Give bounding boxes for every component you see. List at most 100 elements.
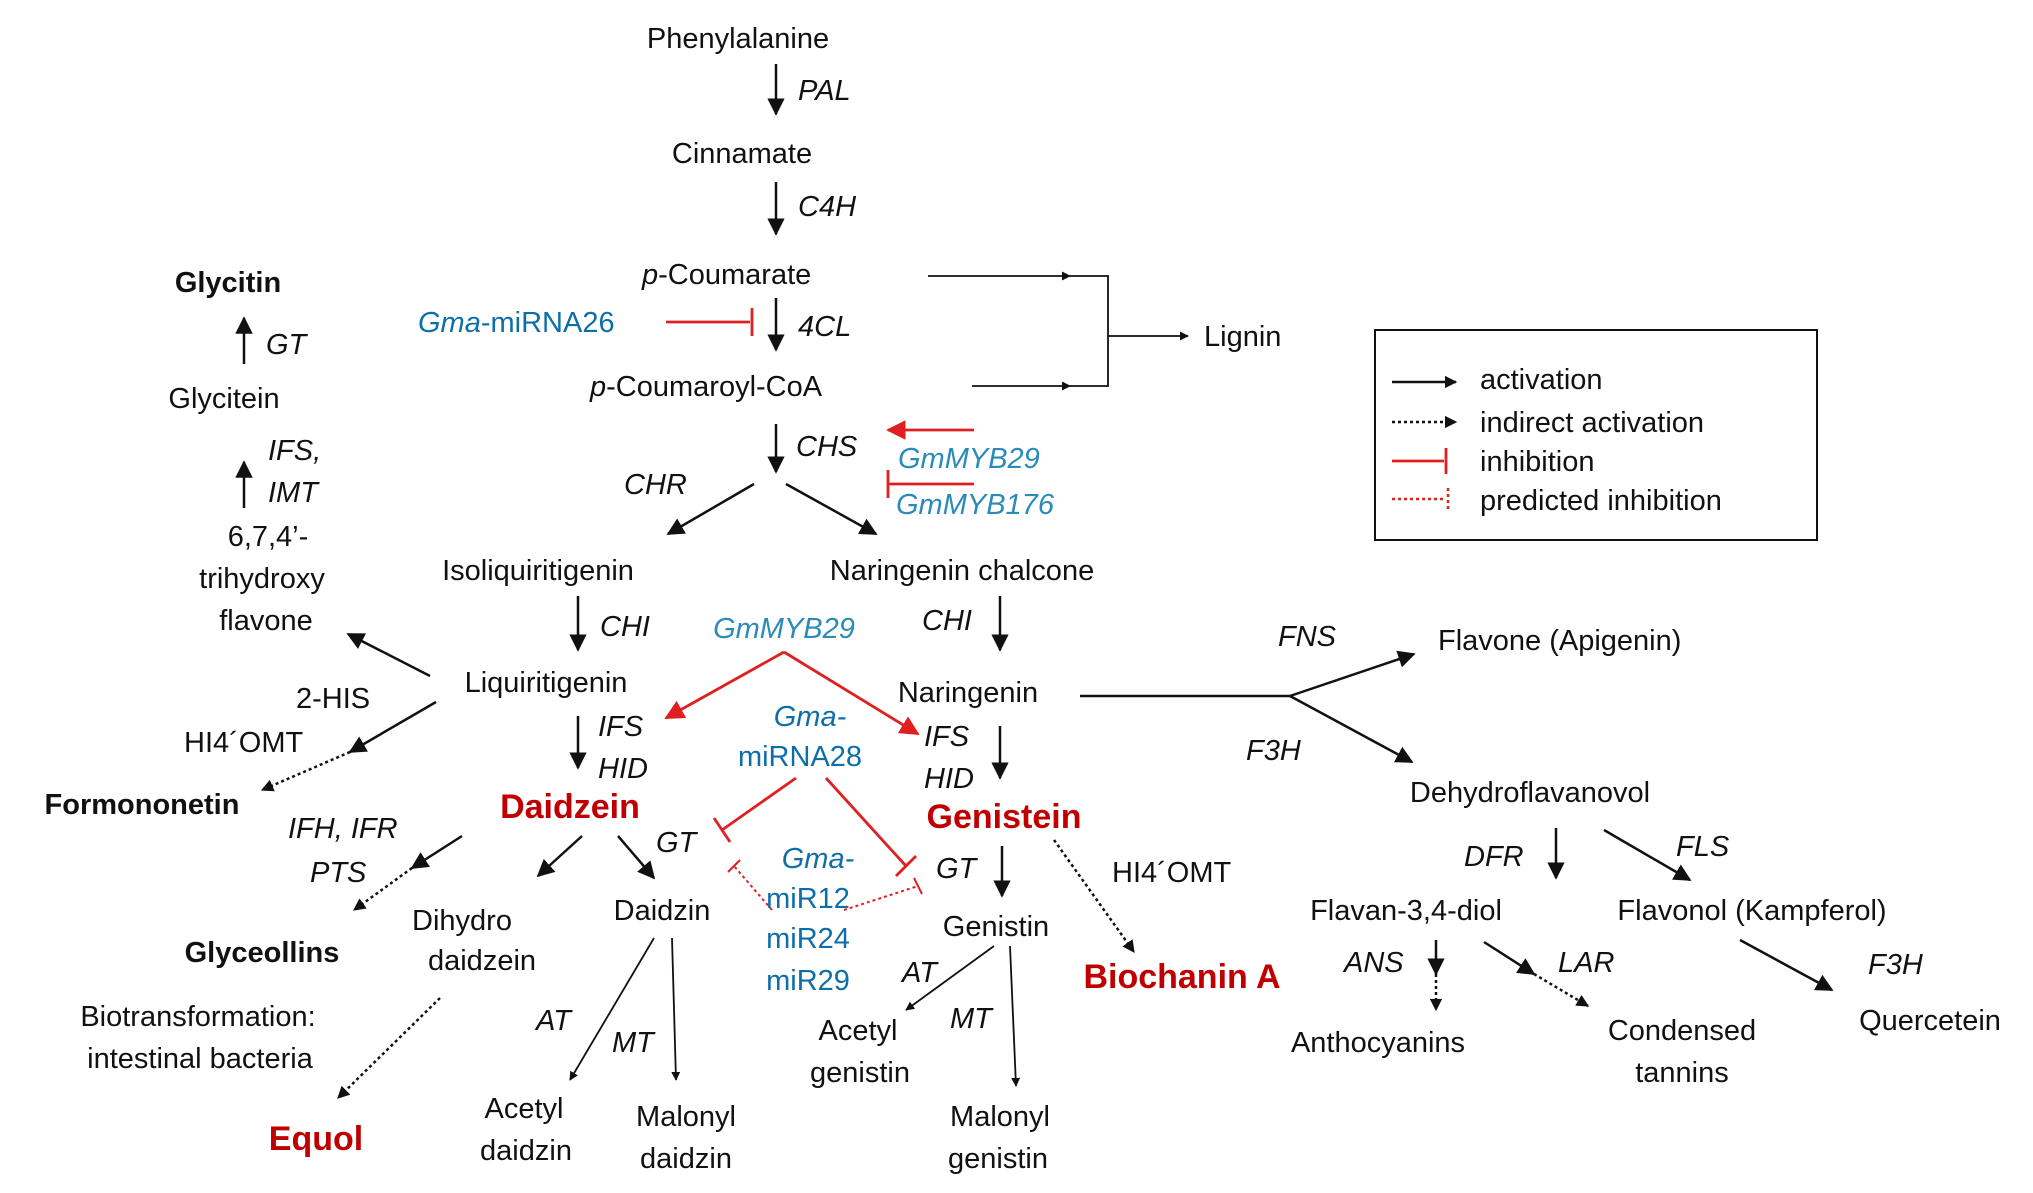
enzyme-ans: ANS bbox=[1342, 947, 1404, 979]
left-branch-arrows bbox=[235, 316, 437, 754]
regulator-gma-mir12-line1: Gma- bbox=[782, 843, 855, 875]
enzyme-f3h-right: F3H bbox=[1868, 949, 1923, 981]
label-daidzin: Daidzin bbox=[614, 895, 711, 927]
enzyme-gt-glycitin: GT bbox=[266, 329, 309, 361]
label-flavone: Flavone (Apigenin) bbox=[1438, 625, 1681, 657]
enzyme-c4h: C4H bbox=[798, 191, 856, 223]
label-glyceollins: Glyceollins bbox=[185, 937, 340, 969]
label-condensed-tannins-line2: tannins bbox=[1635, 1057, 1729, 1089]
predicted-inhibition-genistin-bar bbox=[913, 877, 923, 895]
label-trihydroxy-line1: 6,7,4’- bbox=[228, 521, 309, 553]
arrow-fork-to-flavone bbox=[1289, 650, 1416, 698]
legend-inhibition-label: inhibition bbox=[1480, 446, 1594, 478]
label-acetyl-daidzin-line1: Acetyl bbox=[485, 1093, 564, 1125]
enzyme-mt-left: MT bbox=[612, 1027, 656, 1059]
label-dehydroflavanovol: Dehydroflavanovol bbox=[1410, 777, 1650, 809]
arrow-liquiritigenin-to-trihydroxy bbox=[346, 632, 431, 678]
indirect-arrow-to-condensed-tannins bbox=[1533, 972, 1590, 1008]
label-genistein: Genistein bbox=[927, 798, 1082, 836]
regulator-mir24: miR24 bbox=[766, 923, 850, 955]
enzyme-chs: CHS bbox=[796, 431, 858, 463]
enzyme-ifs-imt-line2: IMT bbox=[268, 477, 320, 509]
label-liquiritigenin: Liquiritigenin bbox=[465, 667, 628, 699]
label-isoliquiritigenin: Isoliquiritigenin bbox=[442, 555, 634, 587]
legend: activation indirect activation inhibitio… bbox=[1374, 329, 1818, 541]
label-malonyl-daidzin-line1: Malonyl bbox=[636, 1101, 736, 1133]
label-cinnamate: Cinnamate bbox=[672, 138, 812, 170]
predicted-inhibition-bars bbox=[727, 859, 923, 895]
enzyme-gt-daidzin: GT bbox=[656, 827, 699, 859]
label-quercetein: Quercetein bbox=[1859, 1005, 2001, 1037]
enzyme-fls: FLS bbox=[1676, 831, 1730, 863]
enzyme-hi4omt-left: HI4´OMT bbox=[184, 727, 304, 759]
inhibition-mirna28-on-genistin bbox=[824, 777, 908, 867]
inhibition-mirna28-on-daidzin bbox=[721, 776, 797, 832]
enzyme-2-his: 2-HIS bbox=[296, 683, 370, 715]
arrow-branch-to-isoliquiritigenin bbox=[666, 482, 755, 536]
regulator-gma-mirna28-line1: Gma- bbox=[774, 701, 847, 733]
label-biochanin-a: Biochanin A bbox=[1083, 958, 1280, 996]
enzyme-4cl: 4CL bbox=[798, 311, 851, 343]
activation-gmmyb29-on-daidzein bbox=[664, 650, 785, 720]
enzyme-chi-right: CHI bbox=[922, 605, 972, 637]
enzyme-hi4omt-right: HI4´OMT bbox=[1112, 857, 1232, 889]
predicted-inhibition-lines bbox=[733, 865, 919, 911]
daidzein-branch-arrows bbox=[410, 834, 656, 880]
legend-box bbox=[1374, 329, 1818, 541]
label-flavan-diol: Flavan-3,4-diol bbox=[1310, 895, 1502, 927]
arrow-dehydroflavanovol-to-flavonol bbox=[1603, 828, 1692, 882]
enzyme-dfr: DFR bbox=[1464, 841, 1524, 873]
enzyme-ifh-ifr: IFH, IFR bbox=[288, 813, 398, 845]
activation-gmmyb29-on-genistein bbox=[783, 650, 920, 736]
label-equol: Equol bbox=[269, 1120, 363, 1158]
arrow-daidzein-to-dihydrodaidzein bbox=[536, 835, 583, 878]
arrow-daidzein-to-pts bbox=[410, 834, 463, 870]
main-pathway-arrows bbox=[569, 64, 1009, 780]
enzyme-at-right: AT bbox=[900, 957, 939, 989]
label-malonyl-daidzin-line2: daidzin bbox=[640, 1143, 732, 1175]
predicted-inhibition-daidzin-bar bbox=[727, 859, 741, 873]
label-p-coumaroyl-coa: p-Coumaroyl-CoA bbox=[589, 371, 823, 403]
right-branch-arrows bbox=[1080, 650, 1834, 992]
label-trihydroxy-line2: trihydroxy bbox=[199, 563, 325, 595]
regulator-gmmyb29-top: GmMYB29 bbox=[898, 443, 1040, 475]
label-malonyl-genistin-line1: Malonyl bbox=[950, 1101, 1050, 1133]
enzyme-pal: PAL bbox=[798, 75, 851, 107]
predicted-inhibition-mir12-on-daidzin bbox=[733, 865, 773, 911]
arrow-flavan-diol-to-lar bbox=[1483, 940, 1536, 976]
regulator-gma-mirna26: Gma-miRNA26 bbox=[418, 307, 615, 339]
label-formononetin: Formononetin bbox=[45, 789, 240, 821]
label-anthocyanins: Anthocyanins bbox=[1291, 1027, 1465, 1059]
inhibition-mirna28-genistin-bar bbox=[895, 855, 917, 877]
label-daidzein: Daidzein bbox=[500, 788, 640, 826]
enzyme-ifs-right: IFS bbox=[924, 721, 970, 753]
label-dihydrodaidzein-line2: daidzein bbox=[428, 945, 536, 977]
label-glycitin: Glycitin bbox=[175, 267, 281, 299]
legend-activation-label: activation bbox=[1480, 364, 1603, 396]
enzyme-f3h-left: F3H bbox=[1246, 735, 1301, 767]
inhibition-mirna28-daidzin-bar bbox=[712, 817, 732, 843]
regulator-labels: Gma-miRNA26 GmMYB29 GmMYB176 GmMYB29 Gma… bbox=[418, 307, 1055, 997]
regulator-mir29: miR29 bbox=[766, 965, 850, 997]
legend-predicted-label: predicted inhibition bbox=[1480, 485, 1722, 517]
label-acetyl-genistin-line1: Acetyl bbox=[819, 1015, 898, 1047]
label-dihydrodaidzein-line1: Dihydro bbox=[412, 905, 512, 937]
label-malonyl-genistin-line2: genistin bbox=[948, 1143, 1048, 1175]
lignin-junction-bracket bbox=[1070, 275, 1109, 387]
regulator-gmmyb176: GmMYB176 bbox=[896, 489, 1055, 521]
regulator-gma-mir12-line2: miR12 bbox=[766, 883, 850, 915]
enzyme-at-left: AT bbox=[534, 1005, 573, 1037]
label-trihydroxy-line3: flavone bbox=[219, 605, 313, 637]
arrow-genistin-to-malonyl-genistin bbox=[1009, 945, 1021, 1087]
label-biotransformation-line1: Biotransformation: bbox=[80, 1001, 315, 1033]
enzyme-mt-right: MT bbox=[950, 1003, 994, 1035]
label-acetyl-genistin-line2: genistin bbox=[810, 1057, 910, 1089]
enzyme-pts: PTS bbox=[310, 857, 367, 889]
label-naringenin: Naringenin bbox=[898, 677, 1038, 709]
label-acetyl-daidzin-line2: daidzin bbox=[480, 1135, 572, 1167]
arrow-genistin-to-acetyl-genistin bbox=[905, 945, 995, 1011]
enzyme-hid-right: HID bbox=[924, 763, 974, 795]
indirect-arrow-to-equol bbox=[337, 997, 441, 1099]
enzyme-chr: CHR bbox=[624, 469, 687, 501]
arrow-daidzein-to-daidzin bbox=[617, 835, 656, 880]
